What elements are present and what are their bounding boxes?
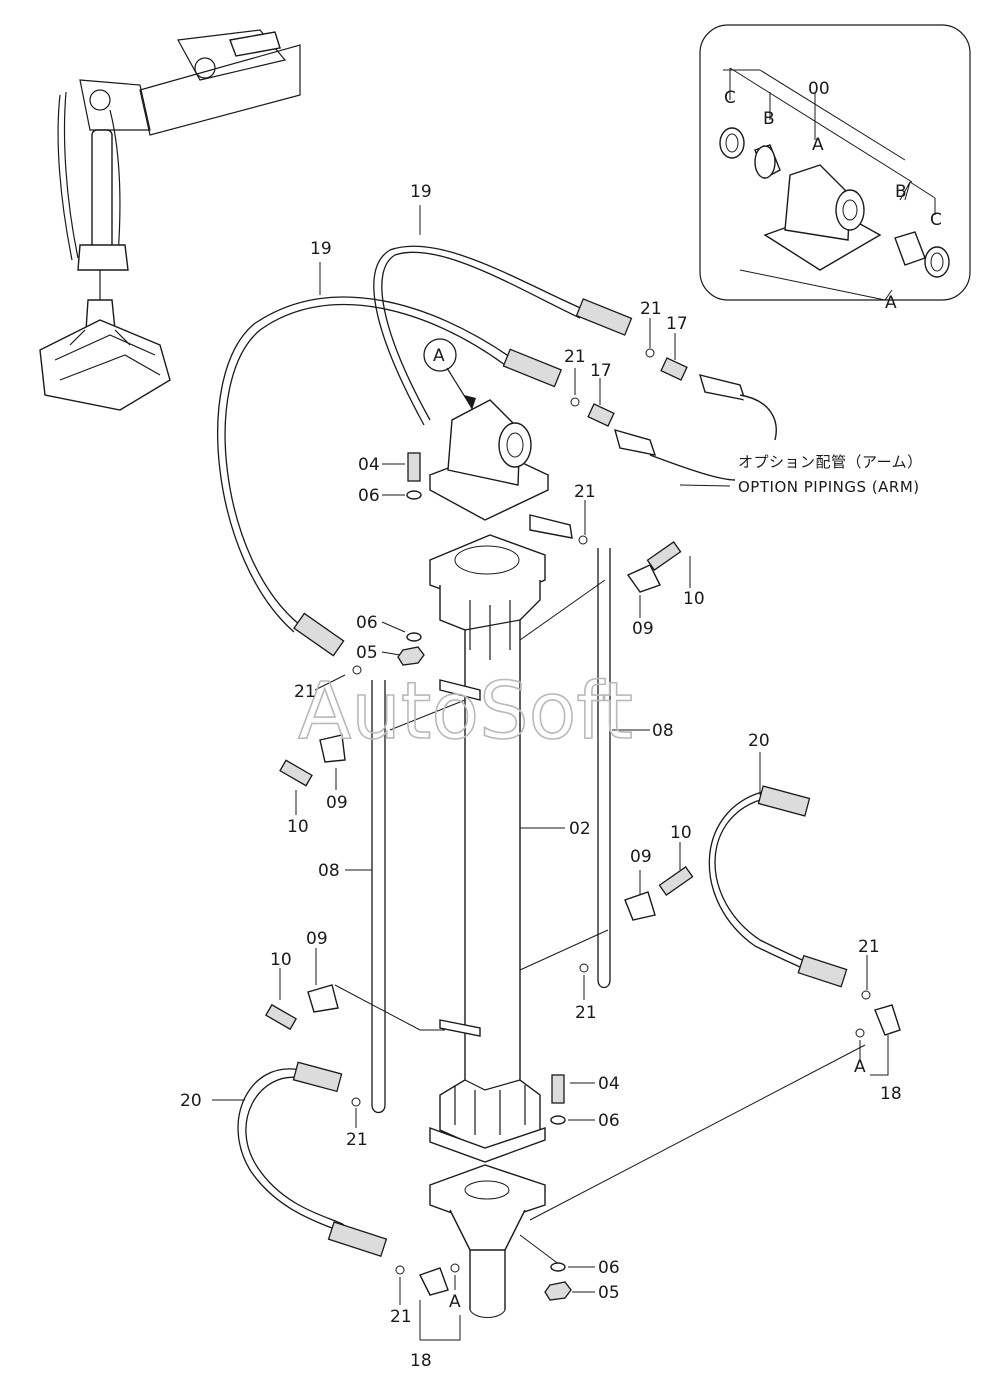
pipe-08-right [597, 548, 611, 989]
nut-05-bottom [544, 1281, 572, 1301]
label-20-left: 20 [180, 1091, 202, 1111]
bolt-10-mid [658, 866, 694, 896]
bolt-10-lower [264, 1003, 298, 1031]
bolt-10-left [279, 759, 313, 787]
clamp-09-lower [307, 984, 339, 1013]
label-10-lower: 10 [270, 950, 292, 970]
clamp-09-top [626, 564, 661, 593]
label-08-right: 08 [652, 721, 674, 741]
bolt-04-top [407, 452, 421, 482]
pipe-08-left [371, 680, 386, 1114]
label-10-top: 10 [683, 589, 705, 609]
callout-a-circle [423, 338, 457, 372]
label-06-lower: 06 [598, 1111, 620, 1131]
hose-20-right [708, 785, 848, 988]
hose-20-left [237, 1061, 388, 1258]
label-21-lower-left: 21 [346, 1130, 368, 1150]
label-18-right: 18 [880, 1084, 902, 1104]
label-10-mid: 10 [670, 823, 692, 843]
elbow-18-right [874, 1004, 901, 1036]
washer-06-top [406, 490, 422, 500]
label-04-bottom: 04 [598, 1074, 620, 1094]
nut-05-mid [397, 646, 425, 666]
label-17-top-a: 17 [666, 314, 688, 334]
fittings-top [570, 348, 777, 487]
label-05-mid: 05 [356, 643, 378, 663]
clamp-09-left [319, 734, 346, 763]
part-labels: 19 19 21 17 21 17 04 06 21 10 09 06 05 2… [180, 182, 902, 1371]
label-20-right: 20 [748, 731, 770, 751]
inset-seal-c-right [924, 246, 950, 278]
hardware [264, 452, 901, 1301]
hose-19-upper [373, 245, 633, 426]
label-19-upper: 19 [410, 182, 432, 202]
label-a-right: A [854, 1057, 866, 1077]
inset-label-a-bottom: A [885, 293, 897, 313]
inset-label-00: 00 [808, 79, 830, 99]
label-21-bottom: 21 [390, 1307, 412, 1327]
label-04-top: 04 [358, 455, 380, 475]
elbow-18-left [419, 1267, 449, 1296]
inset-label-c-left: C [724, 88, 736, 108]
bolt-04-bottom [551, 1074, 565, 1104]
machine-overview-sketch [39, 29, 301, 411]
washer-06-lower [550, 1115, 566, 1125]
inset-frame [699, 24, 971, 301]
inset-seal-c-left [719, 127, 745, 159]
main-post [334, 534, 609, 1163]
label-21-upper-mid: 21 [574, 482, 596, 502]
label-17-top-b: 17 [590, 361, 612, 381]
label-21-top-b: 21 [564, 347, 586, 367]
label-08-left: 08 [318, 861, 340, 881]
inset-label-b-right: B [895, 182, 907, 202]
label-18-bottom: 18 [410, 1351, 432, 1371]
inset-bushing-b-right [894, 231, 926, 266]
washer-06-bottom [550, 1262, 566, 1272]
label-a-bottom: A [449, 1292, 461, 1312]
option-piping-en: OPTION PIPINGS (ARM) [738, 478, 920, 496]
hose-19-lower [217, 296, 563, 657]
label-09-mid: 09 [630, 847, 652, 867]
clamp-09-mid [624, 891, 656, 921]
label-21-right: 21 [858, 937, 880, 957]
label-09-lower: 09 [306, 929, 328, 949]
label-09-left: 09 [326, 793, 348, 813]
bolt-10-top [646, 541, 682, 571]
option-piping-jp: オプション配管（アーム） [738, 453, 923, 471]
inset-label-b-left: B [763, 109, 775, 129]
top-pin-boss: A [423, 338, 550, 521]
detail-inset: C B 00 A B C A [699, 24, 971, 313]
label-06-bottom: 06 [598, 1258, 620, 1278]
label-21-left-mid: 21 [294, 682, 316, 702]
label-21-top-a: 21 [640, 299, 662, 319]
label-09-top: 09 [632, 619, 654, 639]
label-05-bottom: 05 [598, 1283, 620, 1303]
washer-06-mid [406, 632, 422, 642]
leader-lines [212, 205, 889, 1341]
label-06-top: 06 [358, 486, 380, 506]
inset-label-c-right: C [930, 210, 942, 230]
callout-a-label: A [433, 346, 445, 366]
label-21-lower-mid: 21 [575, 1003, 597, 1023]
bottom-flange [429, 1044, 866, 1318]
label-02-post: 02 [569, 819, 591, 839]
watermark: AutoSoft [298, 667, 633, 757]
label-10-left: 10 [287, 817, 309, 837]
label-06-mid: 06 [356, 613, 378, 633]
inset-label-a-top: A [812, 135, 824, 155]
label-19-lower: 19 [310, 239, 332, 259]
